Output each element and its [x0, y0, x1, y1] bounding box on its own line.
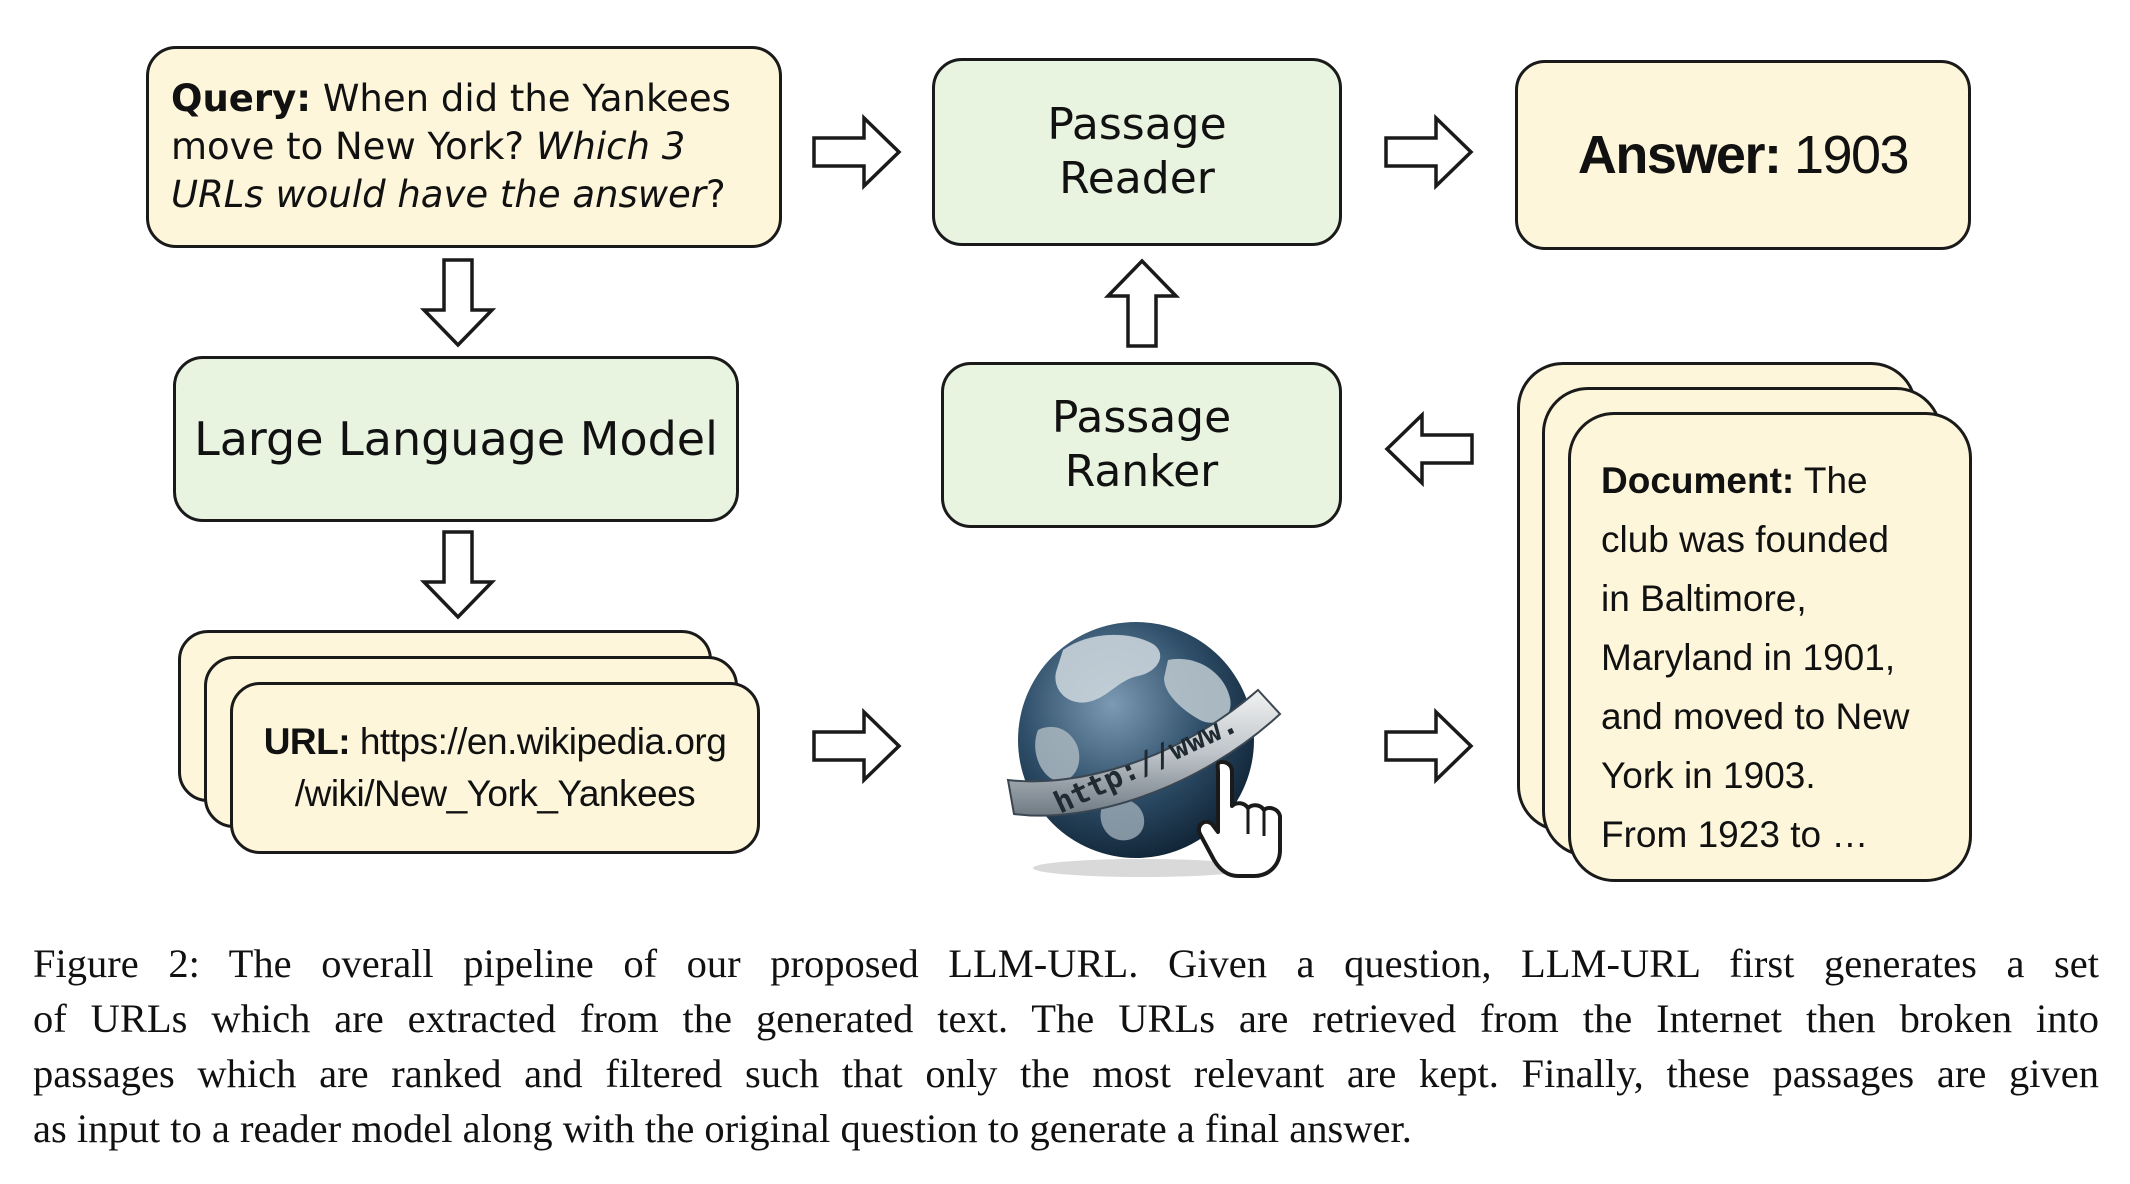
query-tail: ? — [705, 173, 726, 216]
caption-line-4: as input to a reader model along with th… — [33, 1106, 1412, 1151]
globe-land-1 — [1055, 634, 1161, 703]
url-label: URL: — [263, 721, 351, 762]
passage-reader-line-1: Passage — [1047, 99, 1227, 150]
answer-value: 1903 — [1793, 125, 1910, 185]
document-line-1: Document: The — [1601, 451, 1969, 510]
document-line-2: club was founded — [1601, 519, 1889, 560]
document-line-5: and moved to New — [1601, 696, 1910, 737]
caption-line-2: of URLs which are extracted from the gen… — [33, 996, 2099, 1041]
arrow-down-query-to-llm — [419, 258, 497, 348]
arrow-right-query-to-reader — [812, 113, 902, 191]
figure-caption: Figure 2: The overall pipeline of our pr… — [33, 936, 2099, 1156]
url-line-2: /wiki/New_York_Yankees — [294, 773, 696, 814]
passage-ranker-line-1: Passage — [1051, 392, 1232, 443]
query-line-3: URLs would have the answer? — [171, 171, 757, 219]
globe-land-3 — [1035, 726, 1080, 782]
globe-shadow — [1033, 859, 1253, 877]
url-line-1: URL: https://en.wikipedia.org — [264, 716, 727, 768]
document-line-7: From 1923 to … — [1601, 814, 1869, 855]
llm-label: Large Language Model — [194, 412, 718, 466]
document-label: Document: — [1601, 460, 1795, 501]
passage-reader-line-2: Reader — [1059, 153, 1215, 204]
globe-icon: http://www. — [1006, 622, 1282, 878]
caption-line-1: Figure 2: The overall pipeline of our pr… — [33, 941, 2099, 986]
query-line-2: move to New York? Which 3 — [171, 123, 757, 171]
document-text-1: The — [1803, 460, 1868, 501]
llm-box: Large Language Model — [173, 356, 739, 522]
caption-line-3: passages which are ranked and filtered s… — [33, 1051, 2099, 1096]
arrow-right-globe-to-document — [1384, 707, 1474, 785]
hand-cursor-icon — [1197, 760, 1282, 878]
globe-land-2 — [1164, 658, 1231, 723]
query-line-1: Query: When did the Yankees — [171, 75, 757, 123]
arrow-right-reader-to-answer — [1384, 113, 1474, 191]
arrow-right-url-to-globe — [812, 707, 902, 785]
query-box: Query: When did the Yankees move to New … — [146, 46, 782, 248]
url-text-1: https://en.wikipedia.org — [359, 721, 727, 762]
arrow-up-ranker-to-reader — [1103, 258, 1181, 348]
document-line-4: Maryland in 1901, — [1601, 637, 1896, 678]
passage-ranker-box: Passage Ranker — [941, 362, 1342, 528]
document-line-3: in Baltimore, — [1601, 578, 1807, 619]
url-box: URL: https://en.wikipedia.org /wiki/New_… — [230, 682, 760, 854]
passage-ranker-line-2: Ranker — [1064, 446, 1219, 497]
document-line-6: York in 1903. — [1601, 755, 1816, 796]
arrow-down-llm-to-url — [419, 530, 497, 620]
query-italic-2: URLs would have the answer — [171, 173, 706, 216]
globe-land-4 — [1100, 798, 1145, 841]
query-text-1: When did the Yankees — [322, 77, 731, 120]
document-box: Document: The club was founded in Baltim… — [1568, 412, 1972, 882]
query-italic-1: Which 3 — [535, 125, 686, 168]
arrow-left-document-to-ranker — [1384, 410, 1474, 488]
answer-label: Answer: — [1577, 125, 1782, 185]
query-text-2: move to New York? — [171, 125, 525, 168]
globe-band — [1006, 688, 1282, 817]
query-label: Query: — [171, 77, 312, 120]
passage-reader-box: Passage Reader — [932, 58, 1342, 246]
answer-box: Answer: 1903 — [1515, 60, 1971, 250]
